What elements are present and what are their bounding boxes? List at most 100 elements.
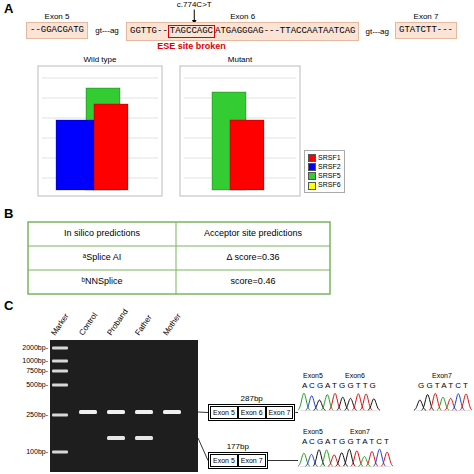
exon-label: Exon7 bbox=[432, 372, 452, 380]
lane-label: Marker bbox=[49, 312, 71, 338]
gel-band bbox=[163, 410, 181, 414]
legend-entry: SRSF5 bbox=[308, 171, 341, 180]
gel-image bbox=[50, 340, 198, 472]
exon-box: Exon 5 bbox=[210, 454, 238, 467]
intron-label: gt---ag bbox=[365, 27, 389, 37]
legend-text: SRSF6 bbox=[318, 181, 341, 188]
exon-label: Exon 7 bbox=[269, 408, 291, 417]
ladder-size: 2000bp- bbox=[22, 344, 48, 352]
legend-entry: SRSF1 bbox=[308, 153, 341, 162]
sequence-text: TAGCCAGC bbox=[170, 26, 213, 37]
panel-letter: C bbox=[4, 298, 13, 314]
ladder-band bbox=[52, 451, 68, 454]
exon-label: Exon5 bbox=[303, 428, 323, 436]
trace-peak bbox=[374, 449, 386, 466]
leader-line bbox=[198, 438, 208, 461]
exon-sequence-box: Exon 5--GGACGATG bbox=[26, 22, 88, 39]
legend-entry: SRSF6 bbox=[308, 180, 341, 189]
exon-box: Exon 7 bbox=[266, 406, 294, 419]
trace-peak bbox=[321, 395, 333, 411]
table-border bbox=[28, 222, 330, 294]
size-label: 177bp bbox=[227, 442, 249, 452]
legend-swatch bbox=[308, 154, 316, 162]
sequence-text: --GGACGATG bbox=[30, 25, 84, 36]
ladder-size: 250bp- bbox=[26, 411, 48, 419]
table-cell: ᵃSplice AI bbox=[83, 252, 121, 263]
chart-frame bbox=[38, 66, 162, 196]
score-bar bbox=[94, 104, 128, 190]
legend-swatch bbox=[308, 163, 316, 171]
legend-swatch bbox=[308, 182, 316, 190]
table-cell: In silico predictions bbox=[64, 228, 140, 239]
trace-baseline bbox=[416, 410, 470, 411]
ladder-size: 500bp- bbox=[26, 381, 48, 389]
table-cell: ᵇNNSplice bbox=[82, 276, 123, 287]
table-cell: Δ score=0.36 bbox=[227, 252, 280, 263]
leader-line bbox=[268, 460, 298, 461]
product-schematic: 177bpExon 5Exon 7 bbox=[208, 452, 268, 469]
trace-peak bbox=[343, 449, 355, 466]
ladder-band bbox=[52, 370, 68, 373]
exon-label: Exon5 bbox=[303, 372, 323, 380]
panel-letter: A bbox=[4, 1, 13, 17]
legend-text: SRSF5 bbox=[318, 172, 341, 179]
ladder-band bbox=[52, 414, 68, 417]
trace-peak bbox=[381, 452, 393, 466]
table-rule bbox=[28, 246, 330, 247]
table-cell: score=0.46 bbox=[231, 276, 276, 287]
ladder-size: 100bp- bbox=[26, 448, 48, 456]
trace-peak bbox=[298, 453, 310, 466]
lane-label: Proband bbox=[105, 308, 130, 338]
sequence-read: A C G A T G G T T G bbox=[302, 381, 376, 391]
chart-frame bbox=[180, 66, 300, 196]
table-rule bbox=[28, 270, 330, 271]
mutation-label: c.774C>T bbox=[177, 0, 212, 10]
score-bar bbox=[56, 120, 94, 190]
chart-title: Mutant bbox=[228, 55, 252, 65]
sequence-text: ATGAGGGAG---TTACCAATAATCAG bbox=[215, 26, 355, 37]
sequence-text: GTATCTT--- bbox=[399, 25, 453, 36]
gel-band bbox=[135, 436, 153, 440]
trace-peak bbox=[422, 395, 434, 411]
gel-band bbox=[135, 410, 153, 414]
exon-label: Exon 7 bbox=[241, 456, 263, 465]
ladder-band bbox=[52, 347, 68, 350]
grid-line bbox=[184, 78, 296, 79]
gel-band bbox=[107, 436, 125, 440]
gel-band bbox=[79, 410, 97, 414]
lane-label: Mother bbox=[161, 312, 183, 338]
trace-peak bbox=[368, 399, 380, 410]
exon-label: Exon6 bbox=[345, 372, 365, 380]
legend-swatch bbox=[308, 172, 316, 180]
product-schematic: 287bpExon 5Exon 6Exon 7 bbox=[208, 404, 295, 421]
exon-sequence-box: Exon 6GGTTG--ATGAGGGAG---TTACCAATAATCAGT… bbox=[126, 22, 359, 41]
size-label: 287bp bbox=[241, 394, 263, 404]
exon-box: Exon 5 bbox=[210, 406, 238, 419]
exon-label: Exon 5 bbox=[45, 12, 70, 22]
table-cell: Acceptor site predictions bbox=[204, 228, 302, 239]
gel-band bbox=[107, 410, 125, 414]
table-rule bbox=[176, 222, 177, 294]
sequence-read: G G T A T C T bbox=[418, 381, 468, 391]
chart-title: Wild type bbox=[84, 55, 117, 65]
grid-line bbox=[42, 78, 158, 79]
trace-peak bbox=[452, 394, 464, 410]
legend-text: SRSF1 bbox=[318, 154, 341, 161]
ese-site-box: TAGCCAGC bbox=[168, 25, 215, 38]
exon-label: Exon 5 bbox=[213, 456, 235, 465]
leader-line bbox=[198, 412, 208, 414]
intron-label: gt---ag bbox=[95, 26, 119, 36]
lane-label: Father bbox=[133, 314, 154, 338]
chart-legend: SRSF1SRSF2SRSF5SRSF6 bbox=[304, 150, 345, 193]
sequence-read: A C G A T G G T A T C T bbox=[302, 437, 389, 447]
trace-peak bbox=[437, 397, 449, 410]
legend-text: SRSF2 bbox=[318, 163, 341, 170]
annotation-text: ESE site broken bbox=[157, 41, 226, 52]
sequence-text: GGTTG-- bbox=[130, 26, 168, 37]
lane-label: Control bbox=[77, 311, 100, 338]
exon-label: Exon 6 bbox=[230, 12, 255, 22]
exon-label: Exon 5 bbox=[213, 408, 235, 417]
trace-peak bbox=[460, 394, 472, 410]
exon-box: Exon 7 bbox=[238, 454, 266, 467]
